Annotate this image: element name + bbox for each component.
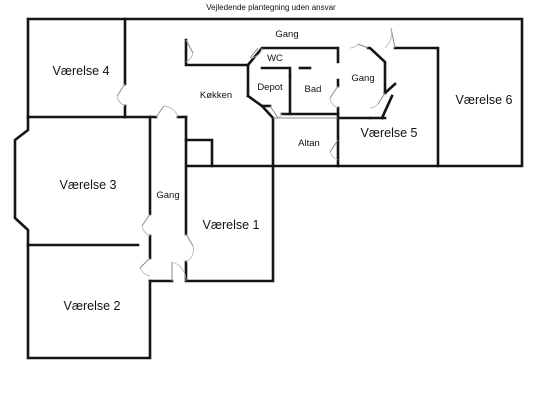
exterior-walls bbox=[13, 17, 524, 360]
door-vaerelse2 bbox=[139, 257, 151, 277]
label-wc: WC bbox=[267, 53, 283, 64]
label-vaerelse3: Værelse 3 bbox=[60, 178, 117, 192]
label-gang-top: Gang bbox=[275, 29, 298, 40]
plan-caption: Vejledende plantegning uden ansvar bbox=[206, 3, 336, 12]
door-altan bbox=[329, 139, 339, 161]
room-labels: Værelse 4 Værelse 3 Værelse 2 Værelse 1 … bbox=[53, 29, 513, 313]
door-vaerelse5 bbox=[369, 92, 386, 109]
door-koekken bbox=[155, 105, 179, 118]
label-bad: Bad bbox=[305, 84, 322, 95]
door-vaerelse3 bbox=[141, 213, 151, 237]
door-gang-top bbox=[185, 39, 194, 63]
label-vaerelse6: Værelse 6 bbox=[456, 93, 513, 107]
door-vaerelse1 bbox=[185, 233, 194, 263]
interior-walls bbox=[26, 17, 440, 260]
label-depot: Depot bbox=[257, 82, 283, 93]
label-altan: Altan bbox=[298, 138, 320, 149]
door-depot bbox=[269, 105, 283, 119]
door-wc bbox=[249, 47, 263, 59]
door-gang-right bbox=[349, 27, 396, 49]
label-gang-right: Gang bbox=[351, 73, 374, 84]
door-bad bbox=[329, 85, 339, 109]
label-vaerelse5: Værelse 5 bbox=[361, 126, 418, 140]
door-vaerelse4 bbox=[116, 83, 126, 107]
label-vaerelse1: Værelse 1 bbox=[203, 218, 260, 232]
doors bbox=[116, 27, 396, 282]
label-gang-left: Gang bbox=[156, 190, 179, 201]
door-entrance bbox=[171, 261, 187, 282]
label-vaerelse2: Værelse 2 bbox=[64, 299, 121, 313]
label-koekken: Køkken bbox=[200, 90, 232, 101]
label-vaerelse4: Værelse 4 bbox=[53, 64, 110, 78]
